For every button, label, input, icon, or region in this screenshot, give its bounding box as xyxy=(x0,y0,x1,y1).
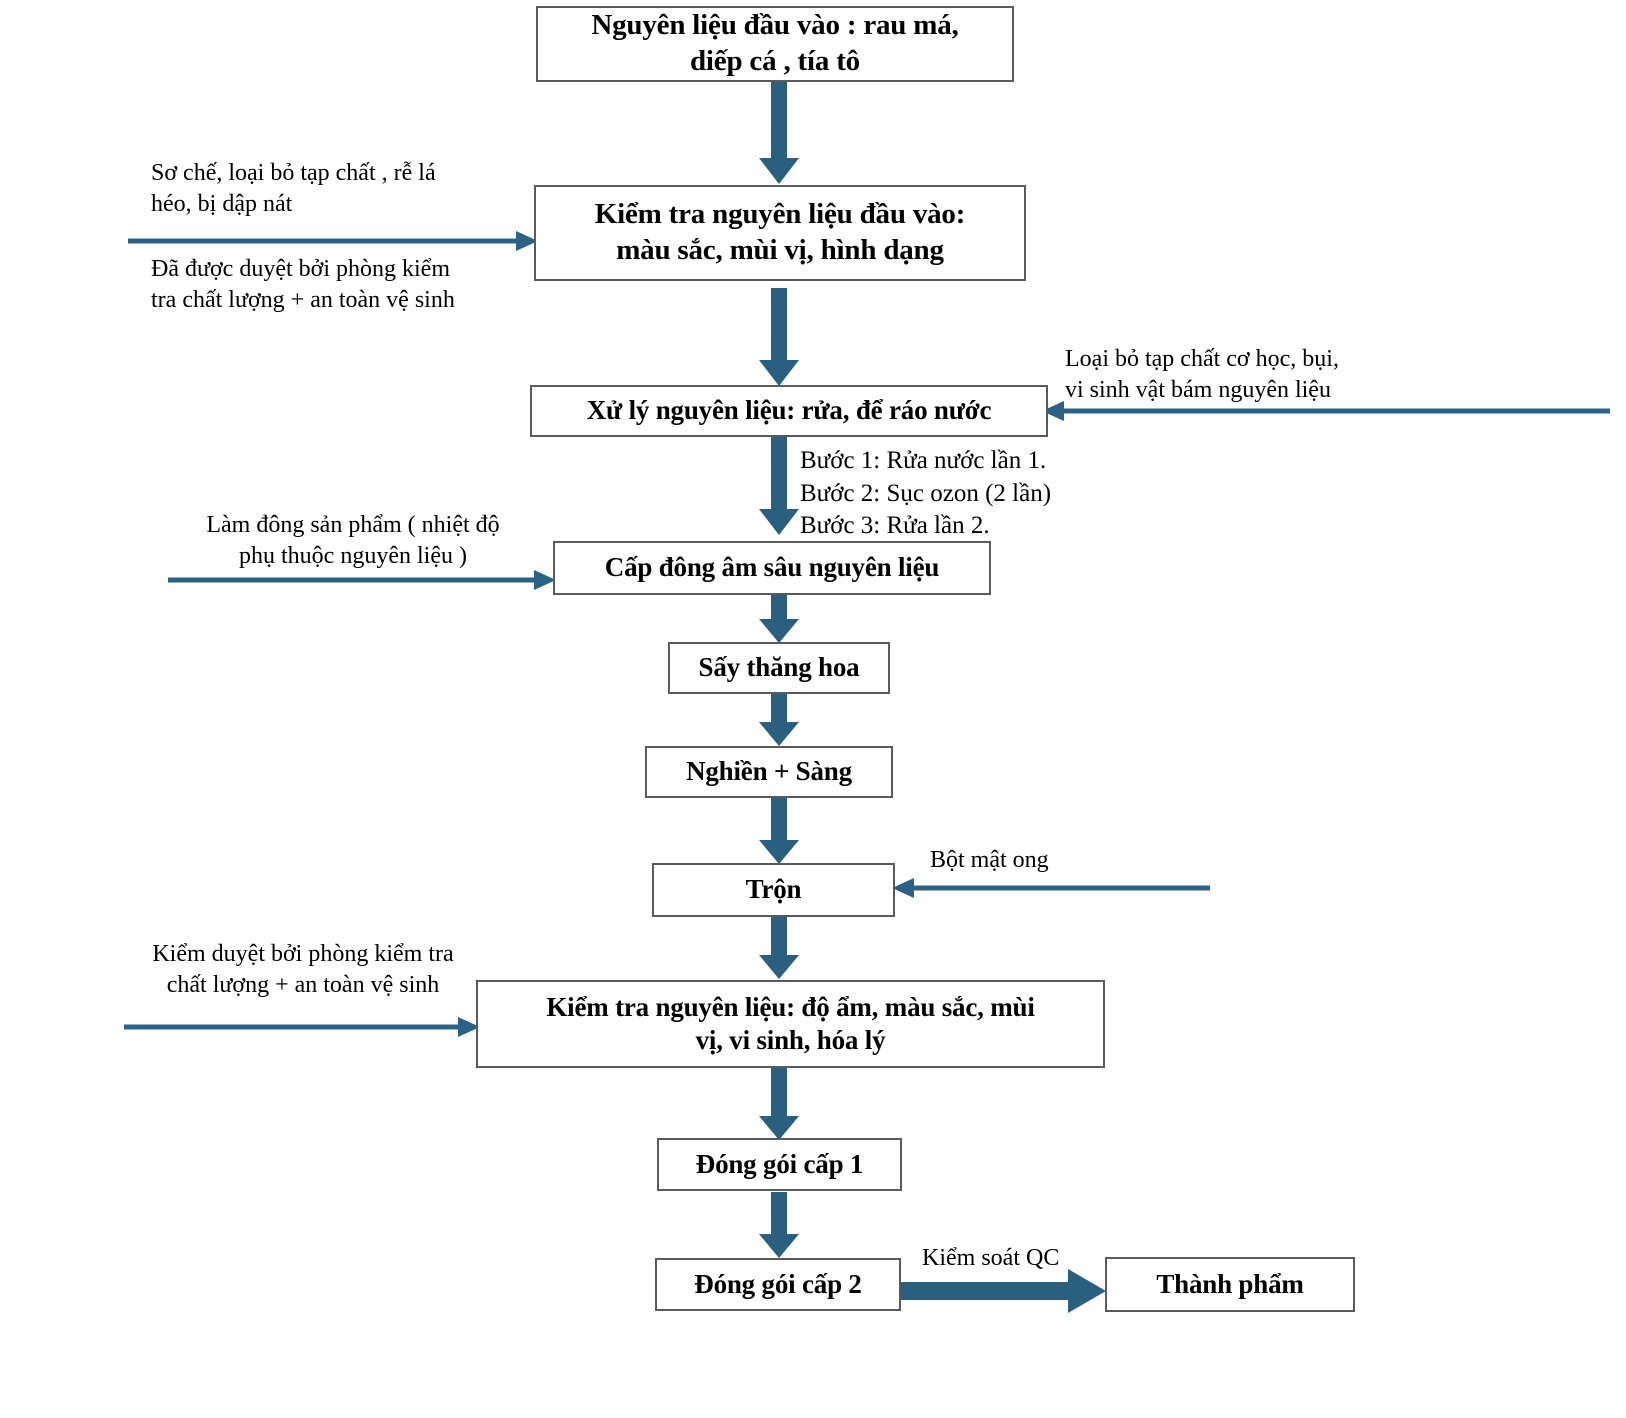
arrow-check-product-to-pack1 xyxy=(757,1068,801,1142)
note-freeze: Làm đông sản phẩm ( nhiệt độ phụ thuộc n… xyxy=(206,512,500,570)
node-treat-material[interactable]: Xử lý nguyên liệu: rửa, để ráo nước xyxy=(530,385,1048,437)
arrow-freeze-to-dry xyxy=(757,595,801,645)
arrow-note-honey xyxy=(890,875,1210,901)
note-pretreatment: Sơ chế, loại bỏ tạp chất , rễ lá héo, bị… xyxy=(151,160,436,218)
node-pack-level-1[interactable]: Đóng gói cấp 1 xyxy=(657,1138,902,1191)
arrow-pack1-to-pack2 xyxy=(757,1192,801,1260)
arrow-mix-to-check-product xyxy=(757,917,801,981)
arrow-dry-to-grind xyxy=(757,692,801,748)
note-remove-impurity: Loại bỏ tạp chất cơ học, bụi, vi sinh vậ… xyxy=(1065,346,1339,404)
node-check-input[interactable]: Kiểm tra nguyên liệu đầu vào: màu sắc, m… xyxy=(534,185,1026,281)
note-qc-approved-in: Đã được duyệt bởi phòng kiểm tra chất lư… xyxy=(151,256,455,314)
arrow-note-remove-impurity xyxy=(1040,398,1610,424)
arrow-grind-to-mix xyxy=(757,798,801,866)
note-qc-approved-out: Kiểm duyệt bởi phòng kiểm tra chất lượng… xyxy=(152,941,454,999)
node-check-product[interactable]: Kiểm tra nguyên liệu: độ ẩm, màu sắc, mù… xyxy=(476,980,1105,1068)
note-honey-powder: Bột mật ong xyxy=(930,847,1049,873)
arrow-pack2-to-finished xyxy=(900,1268,1108,1314)
node-pack-level-2[interactable]: Đóng gói cấp 2 xyxy=(655,1258,901,1311)
node-finished-goods[interactable]: Thành phẩm xyxy=(1105,1257,1355,1312)
node-freeze-dry[interactable]: Sấy thăng hoa xyxy=(668,642,890,694)
node-deep-freeze[interactable]: Cấp đông âm sâu nguyên liệu xyxy=(553,541,991,595)
arrow-note-freeze xyxy=(168,567,558,593)
arrow-treat-to-freeze xyxy=(757,437,801,539)
node-input-material[interactable]: Nguyên liệu đầu vào : rau má, diếp cá , … xyxy=(536,6,1014,82)
node-grind-sieve[interactable]: Nghiền + Sàng xyxy=(645,746,893,798)
node-mix[interactable]: Trộn xyxy=(652,863,895,917)
note-qc-control: Kiểm soát QC xyxy=(922,1245,1060,1271)
arrow-note-qc-approved-out xyxy=(124,1014,482,1040)
arrow-input-to-check xyxy=(757,80,801,190)
note-wash-steps: Bước 1: Rửa nước lần 1. Bước 2: Sục ozon… xyxy=(800,447,1052,539)
arrow-check-to-treat xyxy=(757,288,801,390)
arrow-note-pretreatment xyxy=(128,228,540,254)
